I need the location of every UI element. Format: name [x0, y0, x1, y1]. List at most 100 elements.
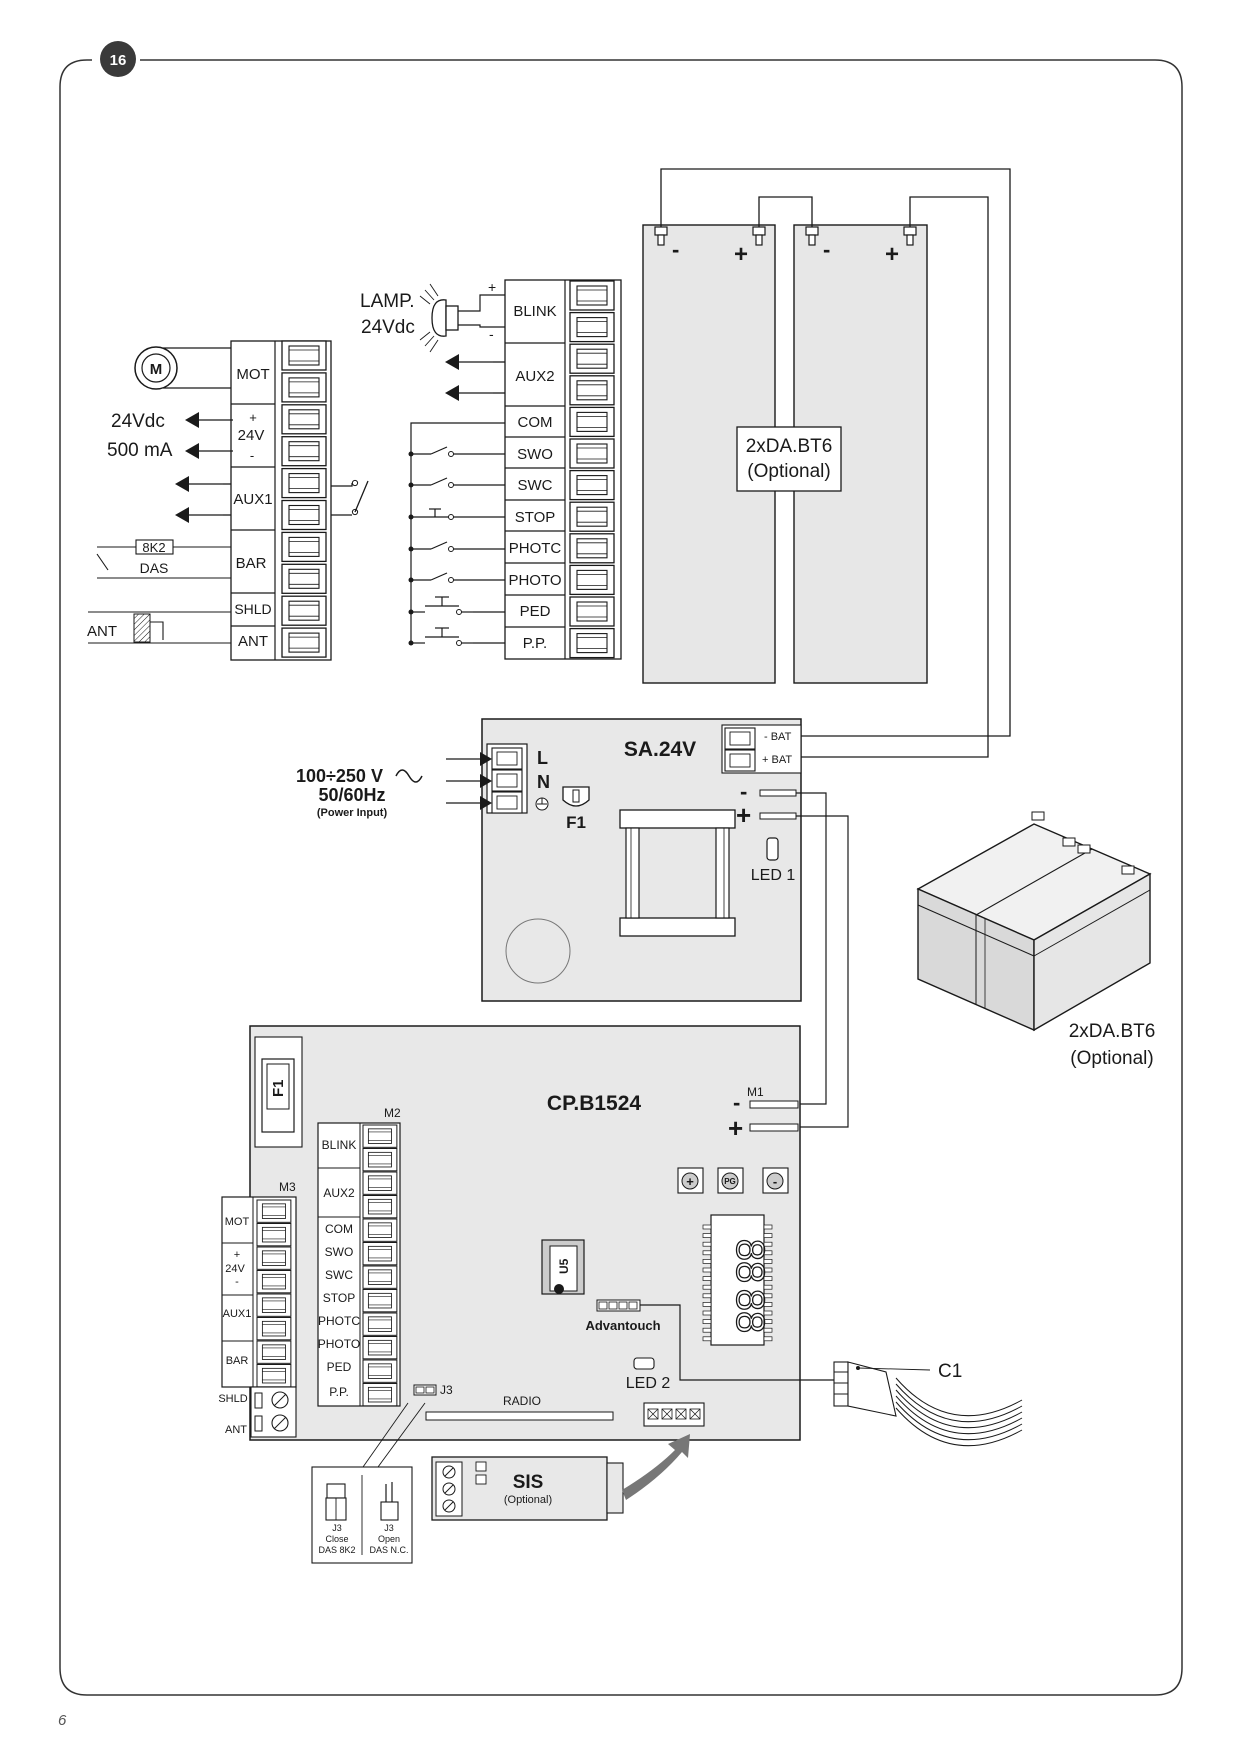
sis-connector [643, 1402, 705, 1427]
svg-text:8K2: 8K2 [142, 540, 165, 555]
antenna-label: ANT [87, 623, 117, 640]
svg-text:N: N [537, 772, 550, 792]
svg-text:-: - [733, 1090, 740, 1115]
display-pin [763, 1259, 773, 1264]
terminal-screw [362, 1265, 398, 1289]
svg-text:AUX1: AUX1 [223, 1308, 252, 1320]
motor-symbol: M [150, 361, 163, 378]
display-pin [763, 1276, 773, 1281]
terminal-screw [362, 1147, 398, 1172]
svg-text:P.P.: P.P. [329, 1385, 349, 1399]
sis-note: (Optional) [504, 1494, 552, 1506]
svg-text:RADIO: RADIO [503, 1394, 541, 1408]
display-pin [763, 1327, 773, 1333]
terminal-screw [569, 469, 615, 501]
right-label-stop: STOP [515, 509, 556, 526]
svg-text:-: - [235, 1276, 239, 1288]
minus-button-icon: - [762, 1167, 789, 1194]
terminal-screw [256, 1222, 292, 1247]
svg-text:J3: J3 [440, 1383, 453, 1397]
terminal-screw [569, 406, 615, 438]
svg-text:M3: M3 [279, 1180, 296, 1194]
c1-cable-icon [833, 1361, 1023, 1447]
svg-text:- BAT: - BAT [764, 731, 792, 743]
svg-text:+: + [728, 1113, 743, 1143]
terminal-screw [256, 1269, 292, 1294]
terminal-screw [281, 627, 327, 658]
terminal-screw [256, 1293, 292, 1317]
display-pin [702, 1336, 712, 1342]
svg-text:MOT: MOT [225, 1216, 250, 1228]
svg-text:+: + [488, 279, 496, 295]
svg-text:LED 2: LED 2 [626, 1375, 671, 1392]
display-pin [763, 1284, 773, 1290]
svg-text:BAR: BAR [226, 1355, 249, 1367]
antenna-coax-icon [133, 613, 151, 643]
c1-label: C1 [938, 1361, 962, 1382]
svg-text:J3: J3 [384, 1523, 394, 1533]
svg-text:F1: F1 [566, 813, 586, 832]
terminal-screw [569, 596, 615, 627]
terminal-screw [256, 1363, 292, 1388]
display-pin [763, 1224, 773, 1230]
control-board: CP.B1524 F1 M1 - + M2 BLINK AUX2 COM SWO… [218, 1025, 847, 1441]
page-frame [59, 59, 1183, 1696]
sis-module: SIS (Optional) [431, 1434, 690, 1521]
right-label-blink: BLINK [513, 303, 556, 320]
svg-text:88: 88 [728, 1239, 772, 1284]
display-pin [763, 1336, 773, 1342]
battery-label-line1: 2xDA.BT6 [746, 436, 833, 457]
svg-text:PHOTC: PHOTC [318, 1314, 360, 1328]
left-label-mot: MOT [236, 366, 269, 383]
display-pin [702, 1276, 712, 1281]
terminal-screw [569, 438, 615, 469]
left-label-plus: + [249, 410, 257, 425]
svg-text:L: L [537, 748, 548, 768]
input-note: (Power Input) [317, 807, 388, 819]
radio-slot [425, 1411, 614, 1421]
svg-text:SHLD: SHLD [218, 1393, 247, 1405]
svg-text:ANT: ANT [225, 1424, 247, 1436]
svg-text:Open: Open [378, 1534, 400, 1544]
terminal-screw [281, 404, 327, 435]
svg-text:+ BAT: + BAT [762, 754, 792, 766]
jumper-closed-icon [325, 1483, 347, 1521]
left-label-24v: 24V [238, 427, 265, 444]
sis-name: SIS [513, 1472, 544, 1493]
svg-text:24V: 24V [225, 1263, 245, 1275]
svg-text:PED: PED [327, 1360, 352, 1374]
svg-text:DAS N.C.: DAS N.C. [369, 1545, 408, 1555]
page-number: 6 [58, 1712, 67, 1729]
flashing-lamp-icon [419, 283, 459, 353]
terminal-screw [256, 1199, 292, 1223]
svg-text:J3: J3 [332, 1523, 342, 1533]
terminal-screw [281, 595, 327, 626]
svg-text:88: 88 [728, 1289, 772, 1334]
display-pin [702, 1310, 712, 1316]
display-pin [763, 1241, 773, 1247]
display-pin [763, 1250, 773, 1256]
plus-button-icon: + [677, 1167, 704, 1194]
terminal-screw [362, 1288, 398, 1313]
display-pin [702, 1319, 712, 1324]
led2-icon [633, 1357, 655, 1370]
u5-chip-icon: U5 [541, 1239, 585, 1295]
ac-wave-icon [395, 769, 423, 783]
power-supply-board: SA.24V L N 100÷250 V 50/60Hz (Power Inpu… [296, 718, 849, 1128]
right-label-pp: P.P. [523, 635, 547, 652]
svg-text:-: - [823, 237, 830, 262]
terminal-screw [281, 467, 327, 499]
terminal-screw [281, 340, 327, 371]
battery-label-box [736, 426, 842, 492]
left-label-bar: BAR [236, 555, 267, 572]
pg-button-icon: PG [717, 1167, 744, 1194]
figure-number: 16 [110, 52, 127, 69]
battery-3d-icon [916, 811, 1152, 1032]
svg-text:-: - [773, 1174, 777, 1189]
terminal-screw [362, 1171, 398, 1195]
battery-pack-top: - + - + 2xDA.BT6 (Optional) [642, 168, 1011, 758]
terminal-screw [362, 1335, 398, 1360]
left-label-minus: - [250, 448, 254, 463]
display-pin [702, 1327, 712, 1333]
terminal-screw [362, 1382, 398, 1407]
